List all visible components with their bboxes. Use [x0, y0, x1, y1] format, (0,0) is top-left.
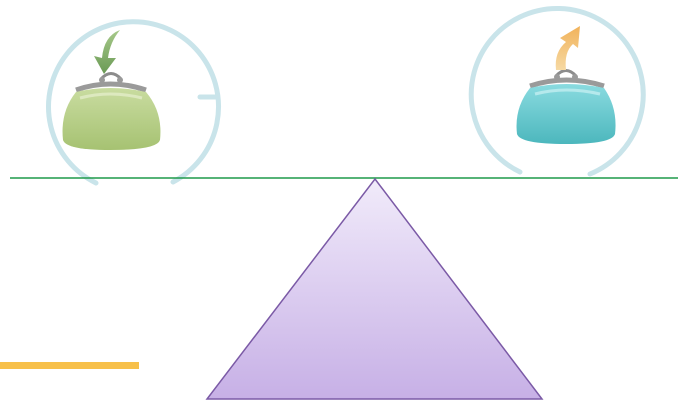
accent-bar [0, 362, 139, 369]
right-ring [468, 5, 646, 177]
scale-fulcrum [205, 177, 544, 400]
arrow-down-in-icon [94, 30, 120, 74]
arrow-up-out-icon [555, 26, 580, 70]
left-ring [46, 19, 221, 186]
purse-income-icon [62, 72, 161, 150]
purse-expense-icon [516, 69, 616, 144]
